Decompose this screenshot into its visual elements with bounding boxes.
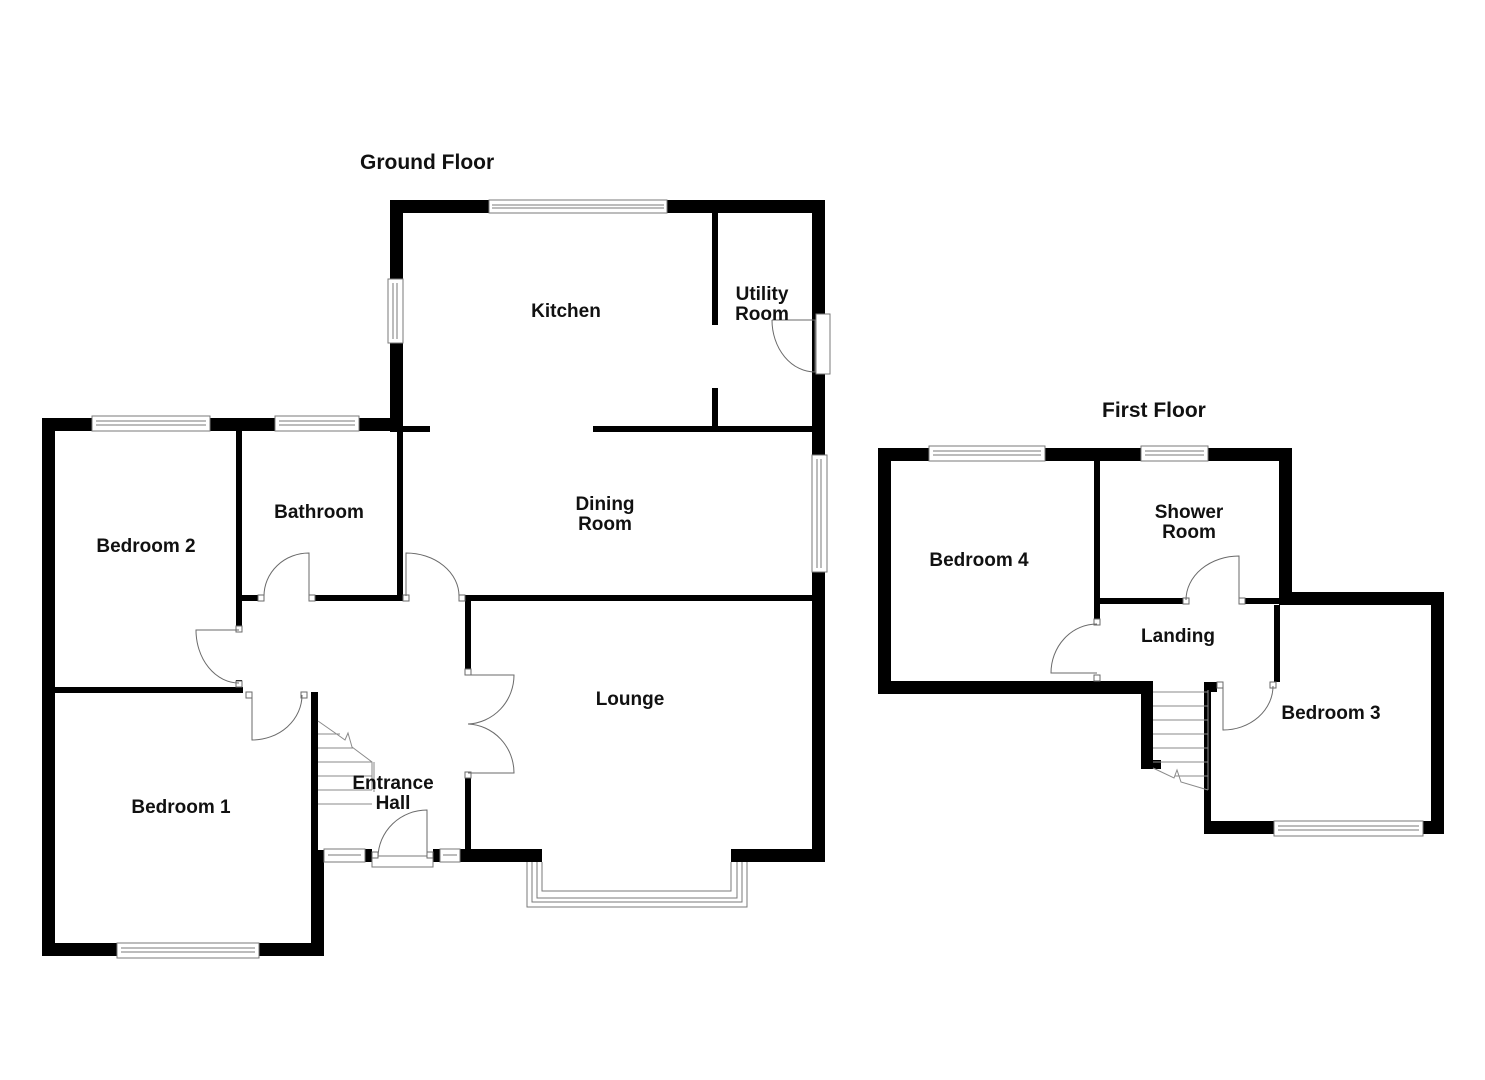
- kitchen-window-top: [488, 199, 668, 214]
- dining-door: [402, 552, 466, 602]
- wall: [712, 388, 718, 428]
- hall-side-windows: [323, 848, 461, 863]
- wall: [1141, 681, 1153, 769]
- bedroom2-door: [195, 625, 243, 688]
- front-door: [371, 809, 434, 868]
- first-floor-title: First Floor: [1102, 399, 1206, 422]
- wall: [1431, 592, 1444, 834]
- utility-back-door: [771, 313, 831, 375]
- wall: [236, 596, 242, 626]
- wall: [731, 849, 825, 862]
- room-label-entrance-hall-line1: Entrance: [352, 773, 433, 794]
- wall: [1100, 598, 1183, 604]
- bathroom-window: [274, 415, 360, 432]
- wall: [465, 778, 471, 862]
- wall: [593, 426, 813, 432]
- bedroom3-window: [1273, 820, 1424, 837]
- wall: [311, 692, 318, 850]
- ground-floor-title: Ground Floor: [360, 151, 494, 174]
- wall: [315, 595, 403, 601]
- wall: [465, 601, 471, 669]
- wall: [311, 850, 324, 956]
- wall: [1094, 681, 1100, 687]
- wall: [1141, 760, 1161, 769]
- wall: [397, 431, 403, 601]
- wall: [1210, 682, 1217, 692]
- wall: [42, 418, 55, 956]
- wall: [365, 849, 372, 862]
- bedroom2-window: [91, 415, 211, 432]
- wall: [1279, 592, 1444, 605]
- first-floor-stairs: [1152, 690, 1209, 791]
- wall: [460, 849, 542, 862]
- ground-floor-plan: Ground Floor: [42, 151, 831, 959]
- room-label-shower-room-line2: Room: [1162, 522, 1216, 543]
- shower-room-window: [1140, 445, 1209, 462]
- room-label-entrance-hall-line2: Hall: [376, 793, 411, 814]
- wall: [390, 426, 430, 432]
- room-label-dining-room-line2: Room: [578, 514, 632, 535]
- wall: [1279, 448, 1292, 600]
- room-label-bedroom-4: Bedroom 4: [929, 550, 1029, 571]
- wall: [242, 595, 258, 601]
- room-label-bathroom: Bathroom: [274, 502, 364, 523]
- bedroom3-door: [1216, 681, 1277, 731]
- room-label-shower-room-line1: Shower: [1155, 502, 1224, 523]
- room-label-utility-room-line1: Utility: [736, 284, 789, 305]
- wall: [878, 448, 891, 694]
- room-label-lounge: Lounge: [596, 689, 665, 710]
- wall: [1094, 461, 1100, 619]
- room-label-bedroom-1: Bedroom 1: [131, 797, 231, 818]
- room-label-kitchen: Kitchen: [531, 301, 601, 322]
- kitchen-window-left: [387, 278, 404, 344]
- bedroom4-window: [928, 445, 1046, 462]
- bedroom4-door: [1050, 618, 1101, 682]
- bedroom1-window: [116, 942, 260, 959]
- wall: [712, 213, 718, 325]
- ground-floor-stairs: [317, 720, 375, 805]
- dining-window-right: [811, 454, 828, 573]
- wall: [878, 681, 1153, 694]
- room-label-bedroom-3: Bedroom 3: [1281, 703, 1380, 724]
- wall: [465, 595, 825, 601]
- wall: [1274, 605, 1280, 682]
- wall: [236, 431, 242, 596]
- bathroom-door: [257, 552, 316, 602]
- room-label-utility-room-line2: Room: [735, 304, 789, 325]
- wall: [55, 687, 243, 693]
- first-floor-plan: First Floor: [878, 399, 1444, 837]
- room-label-landing: Landing: [1141, 626, 1215, 647]
- lounge-double-door: [464, 668, 515, 779]
- room-label-bedroom-2: Bedroom 2: [96, 536, 195, 557]
- lounge-bay-window: [526, 862, 748, 908]
- wall: [433, 849, 440, 862]
- room-label-dining-room-line1: Dining: [575, 494, 634, 515]
- wall: [1245, 598, 1292, 604]
- shower-room-door: [1182, 555, 1246, 605]
- bedroom1-door: [245, 691, 308, 741]
